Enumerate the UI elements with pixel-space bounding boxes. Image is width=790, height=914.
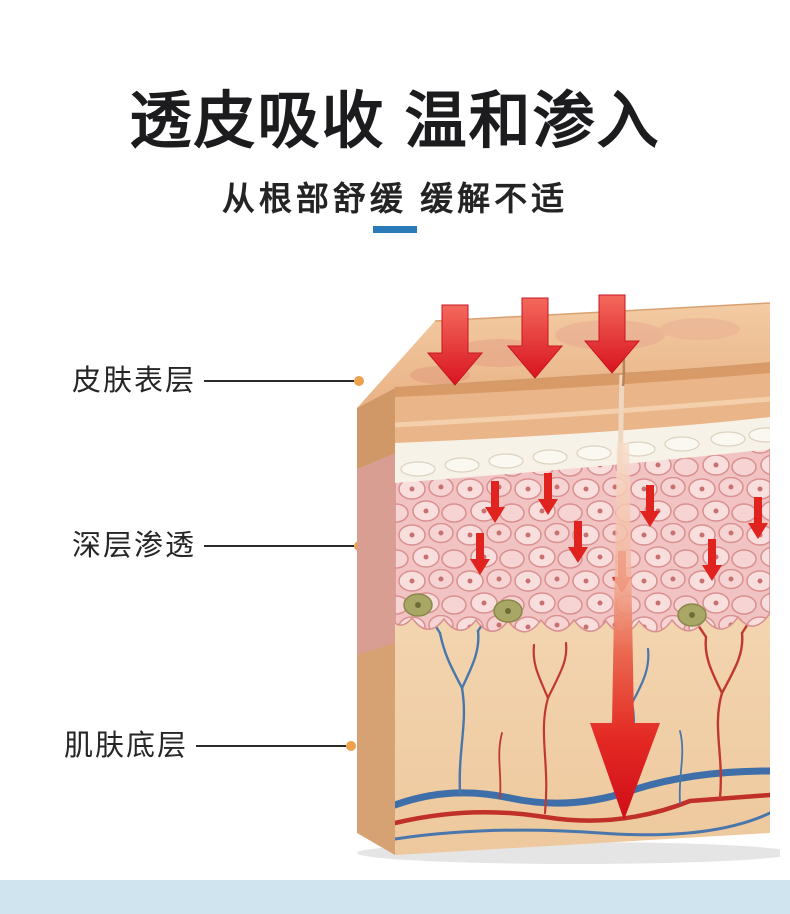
block-side-face [357,388,395,855]
absorption-arrows [426,294,641,386]
leader-dot [346,741,357,751]
deep-delivery-arrow [590,370,660,820]
skin-cross-section-diagram [340,293,790,871]
page-title: 透皮吸收 温和渗入 [129,87,661,156]
annotation-skin-surface-label: 皮肤表层 [72,365,197,397]
leader-line [204,545,355,547]
skin-diagram-svg [357,294,790,864]
title-divider [373,226,417,233]
annotation-skin-base: 肌肤底层 [64,729,357,763]
leader-line [204,380,355,382]
footer-bar [0,880,790,914]
dermis-layer [395,442,770,634]
page-subtitle: 从根部舒缓 缓解不适 [221,180,569,217]
annotation-deep-penetration: 深层渗透 [72,529,365,563]
annotation-skin-surface: 皮肤表层 [72,364,365,398]
leader-dot [354,376,365,386]
block-front-face [395,363,770,855]
annotation-deep-penetration-label: 深层渗透 [72,530,197,562]
leader-line [196,745,347,747]
basal-layer [395,413,770,483]
annotation-skin-base-label: 肌肤底层 [64,730,189,762]
